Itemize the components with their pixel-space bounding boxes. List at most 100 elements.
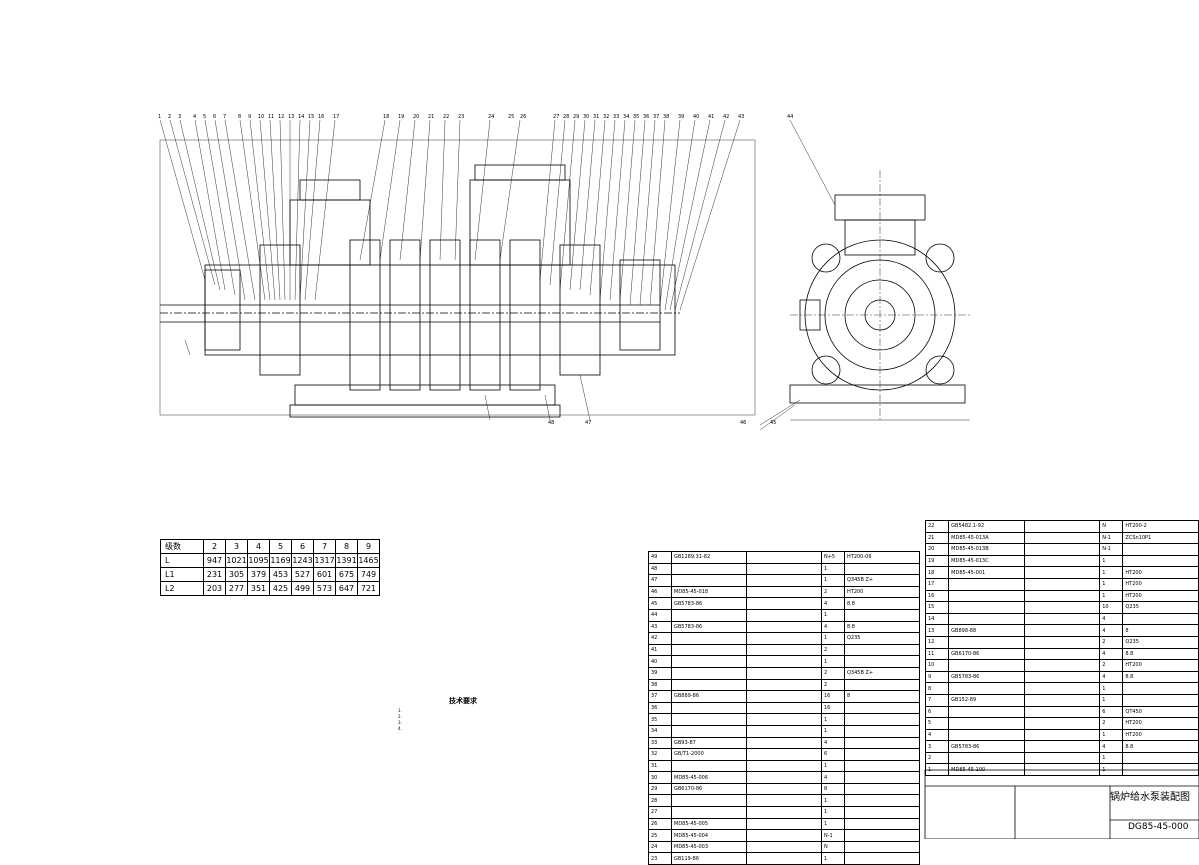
bom-cell: 32 (648, 748, 672, 761)
bom-cell (746, 678, 822, 692)
bom-cell (746, 597, 822, 610)
bom-cell: GB1289.31-82 (671, 551, 747, 564)
pump-section-view (159, 119, 756, 421)
bom-cell: Q345B Z+ (844, 666, 920, 680)
bom-cell: 29 (648, 782, 672, 796)
bom-cell: 4 (1099, 740, 1124, 753)
table-cell: 2 (203, 539, 226, 554)
bom-cell (1023, 531, 1101, 545)
bom-cell: 1 (1099, 589, 1124, 603)
bom-cell: 2 (1099, 659, 1124, 672)
bom-cell: HT200 (1122, 566, 1199, 579)
table-cell: 499 (291, 581, 314, 596)
bom-cell: 4 (821, 771, 845, 784)
bom-cell (844, 736, 920, 750)
bom-cell: ZCSn10P1 (1122, 531, 1199, 545)
bom-cell (844, 643, 920, 657)
bom-cell: 1 (1099, 751, 1124, 765)
bom-cell: 10 (924, 659, 950, 672)
bom-cell (671, 713, 747, 726)
callout-29: 29 (573, 114, 579, 120)
bom-cell (1122, 612, 1199, 626)
bom-cell: 46 (648, 585, 672, 599)
bom-cell (948, 635, 1025, 649)
table-cell: 749 (357, 567, 380, 582)
callout-43: 43 (738, 114, 744, 120)
table-cell: 379 (247, 567, 270, 582)
bom-cell: MD85-45-004 (671, 829, 747, 842)
bom-cell (844, 852, 920, 865)
callout-13: 13 (288, 114, 294, 120)
bom-cell: 13 (924, 624, 950, 637)
callout-48: 48 (548, 420, 554, 426)
bom-cell: 42 (648, 632, 672, 645)
bom-cell: 47 (648, 574, 672, 587)
table-row: L 947 1021 1095 1169 1243 1317 1391 1465 (160, 553, 380, 568)
bom-cell: Q235 (1122, 601, 1199, 614)
bom-cell (746, 713, 822, 726)
bom-cell (1023, 751, 1101, 765)
bom-cell (746, 562, 822, 576)
table-cell: 9 (357, 539, 380, 554)
pump-end-view (759, 119, 970, 431)
bom-cell: GB/T1-2000 (671, 748, 747, 761)
bom-cell (844, 678, 920, 692)
bom-cell (948, 682, 1025, 695)
bom-cell: GB5783-86 (671, 597, 747, 610)
bom-cell: MD85-45-100 (948, 763, 1025, 777)
callout-18: 18 (383, 114, 389, 120)
bom-cell (1122, 554, 1199, 568)
bom-cell: 1 (821, 655, 845, 668)
bom-cell: 31 (648, 759, 672, 773)
bom-cell: 16 (924, 589, 950, 603)
drawing-title: 锅炉给水泵装配图 (1110, 792, 1190, 803)
bom-cell: MD85-45-013B (948, 543, 1025, 556)
bom-cell (1023, 520, 1101, 533)
table-cell: 1021 (225, 553, 248, 568)
bom-cell: 18 (924, 566, 950, 579)
callout-25: 25 (508, 114, 514, 120)
bom-cell (1023, 647, 1101, 661)
bom-cell (746, 666, 822, 680)
bom-cell: MD85-45-013A (948, 531, 1025, 545)
bom-cell: 19 (924, 554, 950, 568)
bom-cell: 2 (821, 678, 845, 692)
bom-cell: HT200 (1122, 589, 1199, 603)
callout-7: 7 (223, 114, 226, 120)
bom-cell (746, 655, 822, 668)
bom-cell: 4 (1099, 612, 1124, 626)
bom-cell: GB119-86 (671, 852, 747, 865)
assembly-drawing: 1 2 3 4 5 6 7 8 9 10 11 12 13 14 15 16 1… (158, 114, 1199, 839)
bom-cell: 6 (1099, 705, 1124, 719)
bom-cell: 1 (821, 794, 845, 808)
bom-cell: 1 (1099, 693, 1124, 707)
bom-cell (1023, 624, 1101, 637)
bom-cell: 45 (648, 597, 672, 610)
bom-cell: 8.8 (844, 597, 920, 610)
bom-cell: 17 (924, 577, 950, 591)
bom-cell (746, 632, 822, 645)
bom-cell (671, 562, 747, 576)
callout-33: 33 (613, 114, 619, 120)
notes-title: 技术要求 (449, 697, 477, 705)
bom-cell: 28 (648, 794, 672, 808)
bom-cell: 49 (648, 551, 672, 564)
bom-cell (746, 690, 822, 703)
table-cell: 425 (269, 581, 292, 596)
bom-cell (948, 601, 1025, 614)
table-cell: 8 (335, 539, 358, 554)
note-line: 2. (398, 714, 402, 719)
bom-cell: 27 (648, 806, 672, 819)
callout-36: 36 (643, 114, 649, 120)
bom-cell (746, 806, 822, 819)
